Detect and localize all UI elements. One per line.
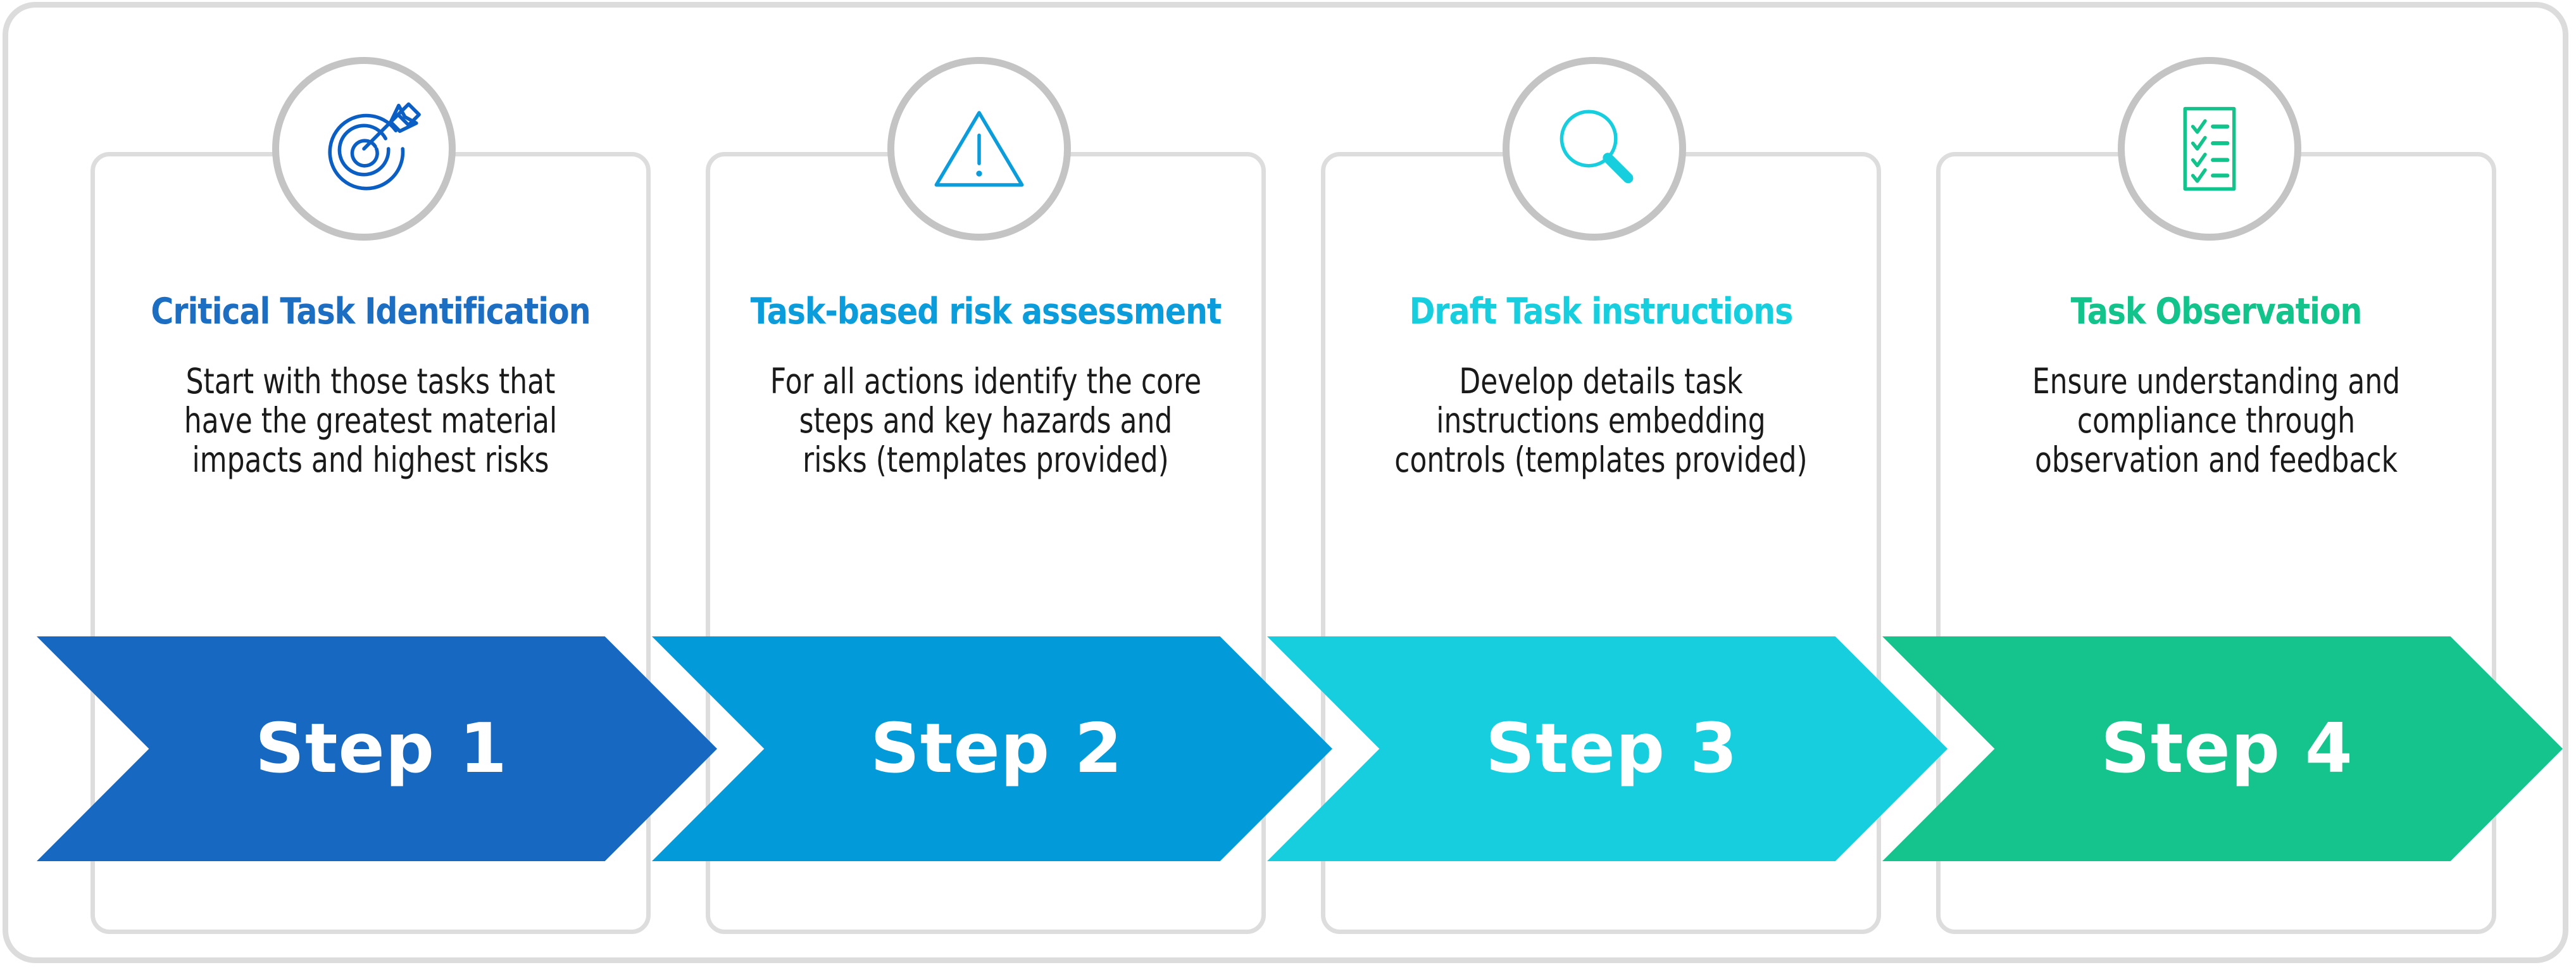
step-icon-bubble-4 xyxy=(2118,57,2301,241)
step-chevron-label-4: Step 4 xyxy=(2101,709,2353,788)
step-body-1: Start with those tasks that have the gre… xyxy=(184,360,558,480)
step-chevron-4[interactable]: Step 4 xyxy=(1882,636,2563,861)
checklist-clipboard-icon xyxy=(2154,93,2265,205)
step-title-4: Task Observation xyxy=(2070,291,2363,332)
step-body-2: For all actions identify the core steps … xyxy=(770,360,1202,480)
step-body-4: Ensure understanding and compliance thro… xyxy=(2032,360,2401,480)
step-text-3: Draft Task instructions Develop details … xyxy=(1321,291,1881,479)
step-title-2: Task-based risk assessment xyxy=(750,291,1222,332)
step-text-4: Task Observation Ensure understanding an… xyxy=(1936,291,2496,479)
step-chevron-label-1: Step 1 xyxy=(255,709,508,788)
step-title-3: Draft Task instructions xyxy=(1409,291,1794,332)
step-chevron-label-3: Step 3 xyxy=(1485,709,1738,788)
step-chevron-2[interactable]: Step 2 xyxy=(652,636,1332,861)
target-arrow-icon xyxy=(307,92,421,206)
step-icon-bubble-2 xyxy=(887,57,1071,241)
step-chevron-1[interactable]: Step 1 xyxy=(37,636,717,861)
step-title-1: Critical Task Identification xyxy=(151,291,591,332)
step-chevron-label-2: Step 2 xyxy=(870,709,1123,788)
step-text-1: Critical Task Identification Start with … xyxy=(91,291,651,479)
diagram-outer-frame xyxy=(3,2,2568,963)
magnifying-glass-icon xyxy=(1538,92,1651,205)
step-body-3: Develop details task instructions embedd… xyxy=(1394,360,1808,480)
step-text-2: Task-based risk assessment For all actio… xyxy=(706,291,1266,479)
step-icon-bubble-1 xyxy=(272,57,456,241)
warning-triangle-icon xyxy=(923,92,1035,205)
step-icon-bubble-3 xyxy=(1503,57,1686,241)
step-chevron-3[interactable]: Step 3 xyxy=(1267,636,1948,861)
